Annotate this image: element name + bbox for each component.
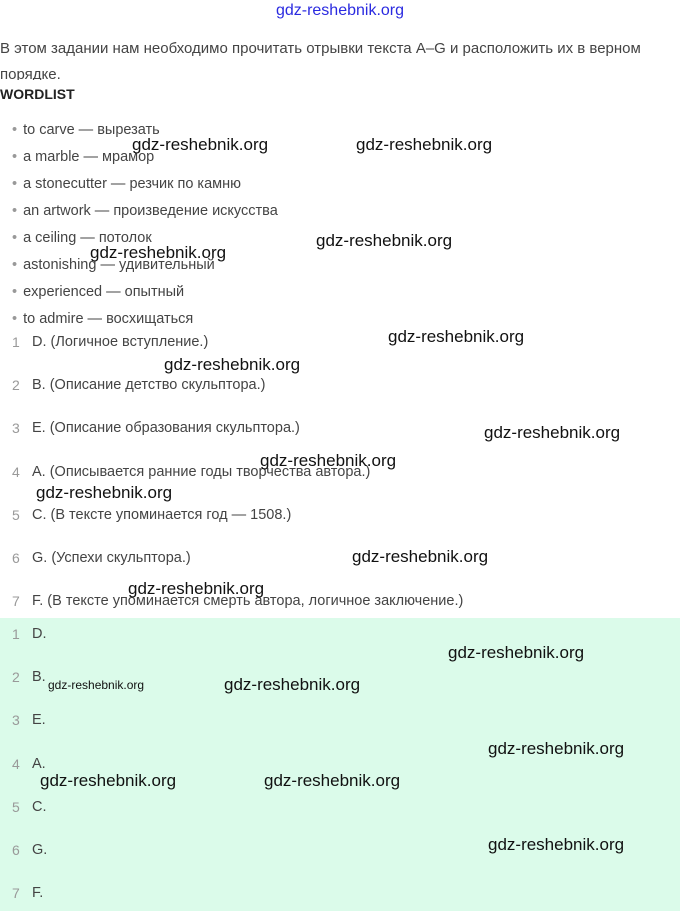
bullet-icon: • bbox=[12, 311, 18, 327]
wordlist-text: a ceiling — потолок bbox=[23, 230, 152, 246]
answer-item: C. bbox=[32, 798, 47, 815]
wordlist-text: to admire — восхищаться bbox=[23, 311, 194, 327]
wordlist-item: • a stonecutter — резчик по камню bbox=[12, 176, 241, 192]
order-item: C. (В тексте упоминается год — 1508.) bbox=[32, 506, 292, 523]
answer-number: 6 bbox=[12, 842, 20, 858]
order-item: F. (В тексте упоминается смерть автора, … bbox=[32, 593, 464, 610]
watermark: gdz-reshebnik.org bbox=[484, 423, 621, 442]
watermark: gdz-reshebnik.org bbox=[488, 835, 625, 854]
watermark: gdz-reshebnik.org bbox=[488, 739, 625, 758]
wordlist-item: • to admire — восхищаться bbox=[12, 311, 193, 327]
watermark: gdz-reshebnik.org bbox=[132, 135, 269, 154]
answer-item: A. bbox=[32, 755, 46, 772]
wordlist-item: • a ceiling — потолок bbox=[12, 230, 152, 246]
site-title[interactable]: gdz-reshebnik.org bbox=[275, 2, 405, 19]
watermark: gdz-reshebnik.org bbox=[48, 678, 145, 692]
watermark: gdz-reshebnik.org bbox=[264, 771, 401, 790]
wordlist-item: • a marble — мрамор bbox=[12, 149, 154, 165]
bullet-icon: • bbox=[12, 149, 18, 165]
answer-number: 5 bbox=[12, 798, 20, 815]
watermark: gdz-reshebnik.org bbox=[388, 327, 525, 346]
watermark: gdz-reshebnik.org bbox=[448, 643, 585, 662]
bullet-icon: • bbox=[12, 176, 18, 192]
item-number: 3 bbox=[12, 420, 20, 437]
bullet-icon: • bbox=[12, 122, 18, 138]
wordlist-text: a marble — мрамор bbox=[23, 149, 155, 165]
wordlist-item: • experienced — опытный bbox=[12, 284, 184, 300]
watermark: gdz-reshebnik.org bbox=[352, 547, 489, 566]
item-number: 2 bbox=[12, 377, 20, 394]
wordlist-item: • an artwork — произведение искусства bbox=[12, 203, 278, 219]
answer-number: 3 bbox=[12, 712, 20, 729]
order-item: D. (Логичное вступление.) bbox=[32, 334, 209, 350]
wordlist-text: to carve — вырезать bbox=[23, 122, 160, 138]
watermark: gdz-reshebnik.org bbox=[260, 451, 397, 470]
wordlist-title: WORDLIST bbox=[0, 86, 75, 102]
wordlist-item: • astonishing — удивительный bbox=[12, 257, 215, 273]
watermark: gdz-reshebnik.org bbox=[356, 135, 493, 154]
watermark: gdz-reshebnik.org bbox=[164, 355, 301, 374]
watermark: gdz-reshebnik.org bbox=[316, 231, 453, 250]
wordlist-text: a stonecutter — резчик по камню bbox=[23, 176, 241, 192]
item-number: 5 bbox=[12, 506, 20, 523]
watermark: gdz-reshebnik.org bbox=[40, 771, 177, 790]
watermark: gdz-reshebnik.org bbox=[90, 243, 227, 262]
answer-number: 2 bbox=[12, 669, 20, 686]
answer-number: 1 bbox=[12, 626, 20, 642]
item-number: 4 bbox=[12, 463, 20, 480]
wordlist-text: astonishing — удивительный bbox=[23, 257, 215, 273]
bullet-icon: • bbox=[12, 230, 18, 246]
bullet-icon: • bbox=[12, 284, 18, 300]
bullet-icon: • bbox=[12, 203, 18, 219]
order-item: B. (Описание детство скульптора.) bbox=[32, 377, 266, 394]
answer-item: E. bbox=[32, 712, 46, 729]
wordlist-item: • to carve — вырезать bbox=[12, 122, 160, 138]
wordlist-text: an artwork — произведение искусства bbox=[23, 203, 278, 219]
order-item: A. (Описывается ранние годы творчества а… bbox=[32, 463, 371, 480]
watermark: gdz-reshebnik.org bbox=[224, 675, 361, 694]
intro-text: В этом задании нам необходимо прочитать … bbox=[0, 40, 641, 80]
watermark: gdz-reshebnik.org bbox=[128, 579, 265, 598]
wordlist-text: experienced — опытный bbox=[23, 284, 185, 300]
answer-number: 4 bbox=[12, 755, 20, 772]
answer-item: B. bbox=[32, 669, 46, 686]
answer-box bbox=[0, 618, 680, 911]
watermark: gdz-reshebnik.org bbox=[36, 483, 173, 502]
item-number: 6 bbox=[12, 550, 20, 566]
bullet-icon: • bbox=[12, 257, 18, 273]
answer-item: F. bbox=[32, 885, 44, 902]
order-item: G. (Успехи скульптора.) bbox=[32, 550, 191, 566]
item-number: 1 bbox=[12, 334, 20, 350]
order-item: E. (Описание образования скульптора.) bbox=[32, 420, 300, 437]
answer-item: G. bbox=[32, 842, 48, 858]
answer-number: 7 bbox=[12, 885, 20, 902]
item-number: 7 bbox=[12, 593, 20, 610]
answer-item: D. bbox=[32, 626, 47, 642]
